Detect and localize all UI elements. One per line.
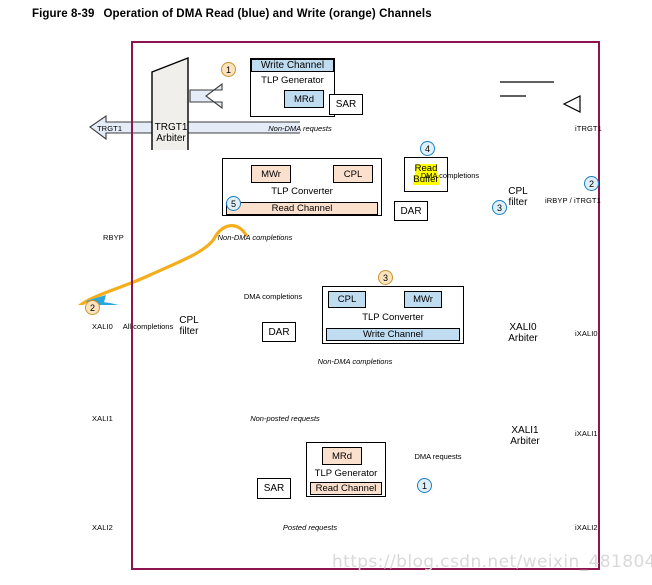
read-buffer-label-line2: Buffer (413, 173, 439, 185)
cpl-filter-left-label: CPL filter (176, 315, 202, 337)
trgt1-arbiter-label: TRGT1 Arbiter (152, 122, 190, 144)
port-label-xali2: XALI2 (92, 523, 113, 532)
xali0-arbiter-line1: XALI0 (509, 322, 537, 333)
port-label-irbyp-itrgt1: iRBYP / iTRGT1 (545, 196, 601, 205)
mwr-tlp-mid: MWr (251, 165, 291, 183)
write-step-3: 3 (378, 270, 393, 285)
read-step-3: 3 (492, 200, 507, 215)
xali0-arbiter-line2: Arbiter (508, 333, 538, 344)
xali1-arbiter-label: XALI1 Arbiter (506, 425, 544, 447)
lane-desc-xali1-dma: DMA requests (414, 452, 462, 461)
port-label-ixali0: iXALI0 (575, 329, 598, 338)
trgt1-arbiter-line1: TRGT1 (154, 122, 188, 133)
sar-top: SAR (329, 94, 363, 115)
xali1-arbiter-line2: Arbiter (510, 436, 540, 447)
write-channel-top-header: Write Channel (251, 59, 334, 72)
lane-desc-xali0-nondma: Non-DMA completions (317, 357, 393, 366)
cpl-filter-right-label: CPL filter (504, 186, 532, 208)
port-label-ixali2: iXALI2 (575, 523, 598, 532)
dar-mid: DAR (394, 201, 428, 221)
read-step-4: 4 (420, 141, 435, 156)
xali1-arbiter-line1: XALI1 (511, 425, 539, 436)
trgt1-arbiter-line2: Arbiter (156, 133, 186, 144)
read-buffer: Read Buffer (404, 157, 448, 192)
cpl-filter-right-line2: filter (508, 197, 528, 208)
lane-desc-xali0-all: All completions (122, 322, 174, 331)
port-label-trgt1: TRGT1 (97, 124, 123, 133)
write-channel-mid-footer: Write Channel (326, 328, 460, 341)
lane-desc-rbyp: Non-DMA completions (217, 233, 293, 242)
read-channel-bottom-footer: Read Channel (310, 482, 382, 495)
sar-bottom: SAR (257, 478, 291, 499)
cpl-filter-right-line1: CPL (508, 186, 528, 197)
read-buffer-label-line1: Read (414, 163, 438, 175)
write-channel-top-body-label: TLP Generator (251, 73, 334, 88)
figure-caption: Figure 8-39 Operation of DMA Read (blue) … (32, 8, 432, 20)
read-step-5: 5 (226, 196, 241, 211)
read-step-2: 2 (584, 176, 599, 191)
port-label-ixali1: iXALI1 (575, 429, 598, 438)
read-step-1: 1 (417, 478, 432, 493)
cpl-tlp-write-mid: CPL (328, 291, 366, 308)
write-step-1: 1 (221, 62, 236, 77)
tlp-converter-mid-label: TLP Converter (241, 185, 363, 198)
lane-desc-trgt1-dma: DMA completions (420, 171, 480, 180)
mrd-tlp-bottom: MRd (322, 447, 362, 465)
xali0-arbiter-label: XALI0 Arbiter (504, 322, 542, 344)
port-label-itrgt1: iTRGT1 (575, 124, 602, 133)
figure-title: Operation of DMA Read (blue) and Write (… (103, 8, 432, 20)
cpl-filter-left-line1: CPL (179, 315, 199, 326)
tlp-generator-bottom-label: TLP Generator (307, 467, 385, 480)
watermark: https://blog.csdn.net/weixin_48180416 (332, 552, 652, 572)
read-channel-mid-footer: Read Channel (226, 202, 378, 215)
dar-write-mid: DAR (262, 322, 296, 342)
lane-desc-xali1-nonposted: Non-posted requests (250, 414, 320, 423)
cpl-tlp-mid: CPL (333, 165, 373, 183)
lane-desc-trgt1-nondma: Non-DMA requests (268, 124, 332, 133)
write-path-top (212, 224, 248, 241)
mrd-tlp-top: MRd (284, 90, 324, 108)
write-step-2: 2 (85, 300, 100, 315)
device-boundary (131, 41, 600, 570)
port-label-xali1: XALI1 (92, 414, 113, 423)
lane-desc-xali2-posted: Posted requests (282, 523, 338, 532)
tlp-converter-write-label: TLP Converter (330, 311, 456, 324)
lane-desc-xali0-dma: DMA completions (243, 292, 303, 301)
figure-number: Figure 8-39 (32, 8, 95, 20)
port-label-xali0: XALI0 (92, 322, 113, 331)
mwr-tlp-write-mid: MWr (404, 291, 442, 308)
cpl-filter-left-line2: filter (179, 326, 199, 337)
port-label-rbyp: RBYP (103, 233, 124, 242)
